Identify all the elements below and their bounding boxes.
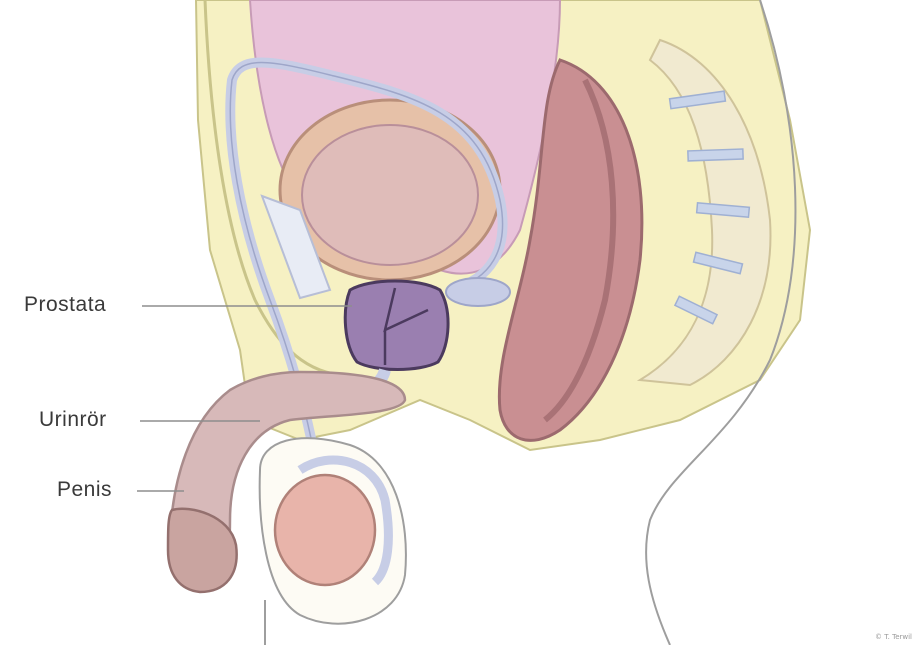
seminal-vesicle bbox=[446, 278, 510, 306]
bladder bbox=[302, 125, 478, 265]
label-prostata: Prostata bbox=[24, 293, 106, 317]
label-urinror: Urinrör bbox=[39, 408, 107, 432]
image-credit: © T. Terwil bbox=[875, 633, 912, 641]
label-penis: Penis bbox=[57, 478, 112, 502]
testis bbox=[275, 475, 375, 585]
